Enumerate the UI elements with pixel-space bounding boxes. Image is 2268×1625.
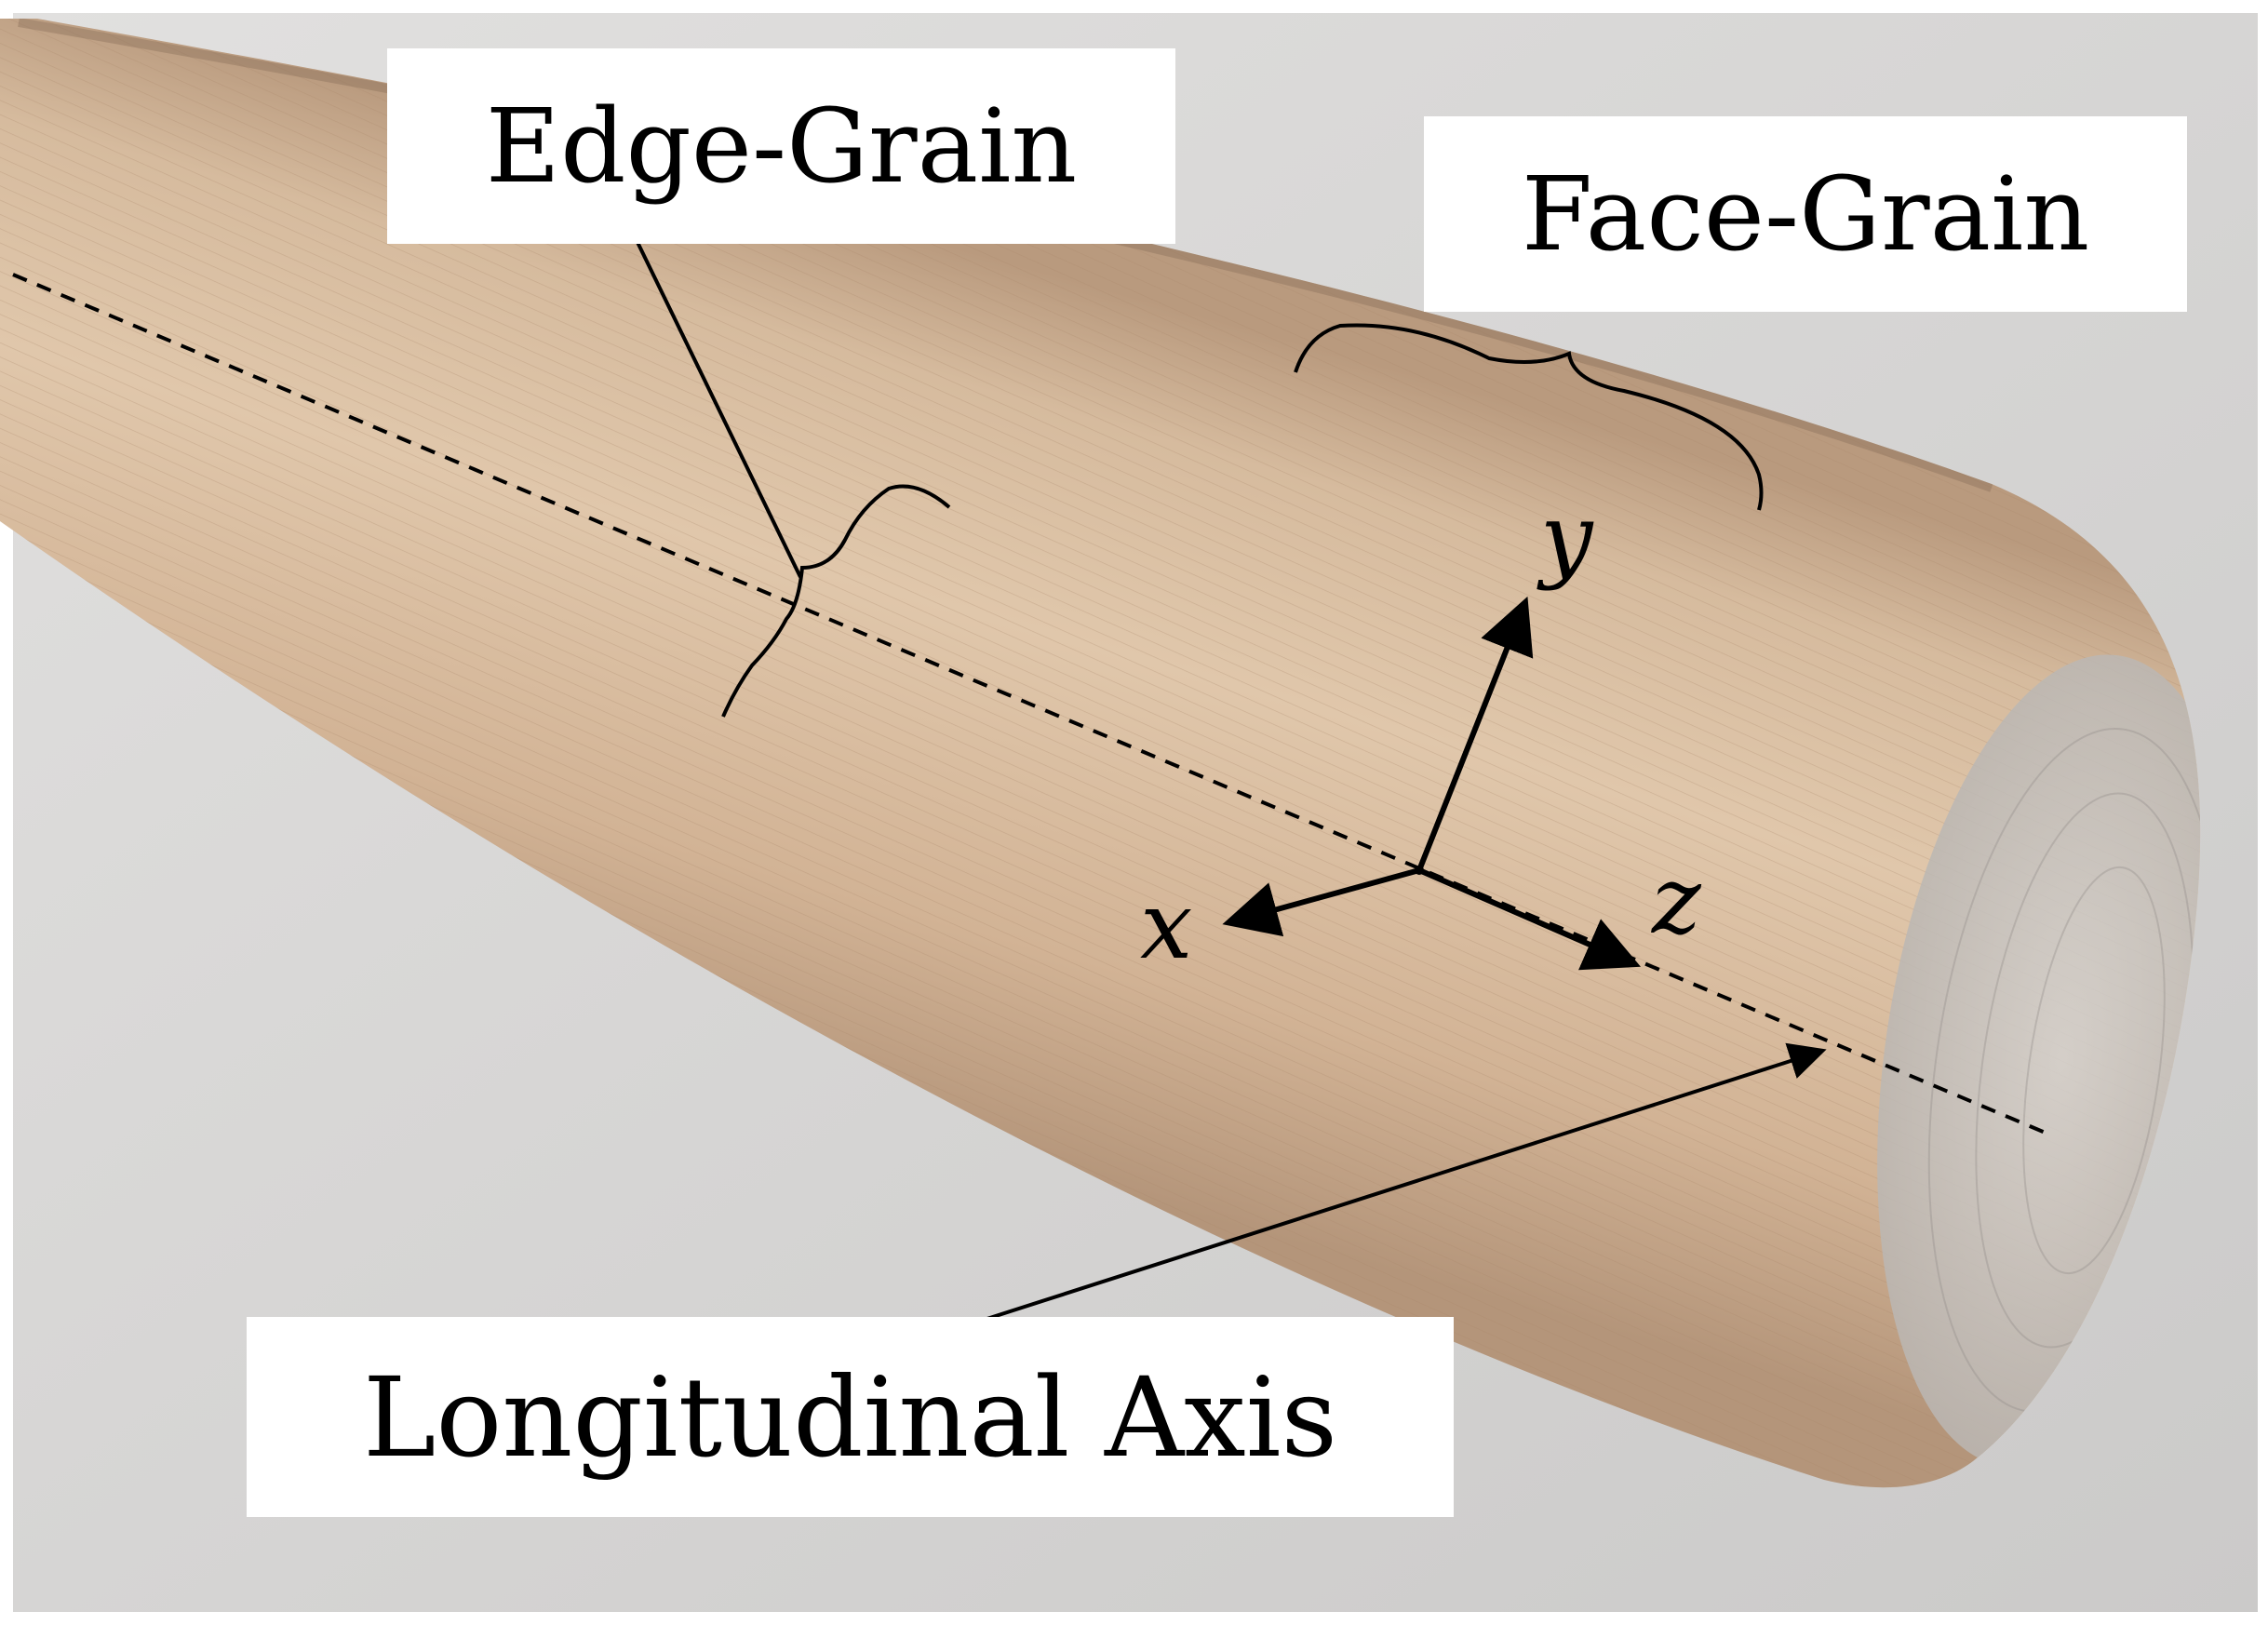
x-axis-label: x [1140, 871, 1193, 980]
edge-grain-text: Edge-Grain [485, 87, 1078, 206]
x-axis-arrow [1222, 867, 1420, 937]
longitudinal-axis-line [12, 273, 2048, 1135]
face-grain-label: Face-Grain [1424, 116, 2187, 312]
longitudinal-axis-text: Longitudinal Axis [362, 1352, 1338, 1482]
longitudinal-axis-label: Longitudinal Axis [247, 1317, 1454, 1517]
edge-grain-brace [721, 484, 951, 718]
z-axis-label: z [1652, 846, 1701, 955]
z-axis-arrow [1417, 867, 1641, 971]
coordinate-frame [1222, 596, 1641, 971]
longitudinal-axis-leader [948, 1042, 1827, 1333]
face-grain-brace [1294, 323, 1764, 511]
edge-grain-leader [631, 232, 802, 578]
y-axis-label: y [1540, 483, 1593, 592]
edge-grain-label: Edge-Grain [387, 48, 1175, 244]
y-axis-arrow [1416, 596, 1534, 872]
face-grain-text: Face-Grain [1521, 154, 2090, 274]
